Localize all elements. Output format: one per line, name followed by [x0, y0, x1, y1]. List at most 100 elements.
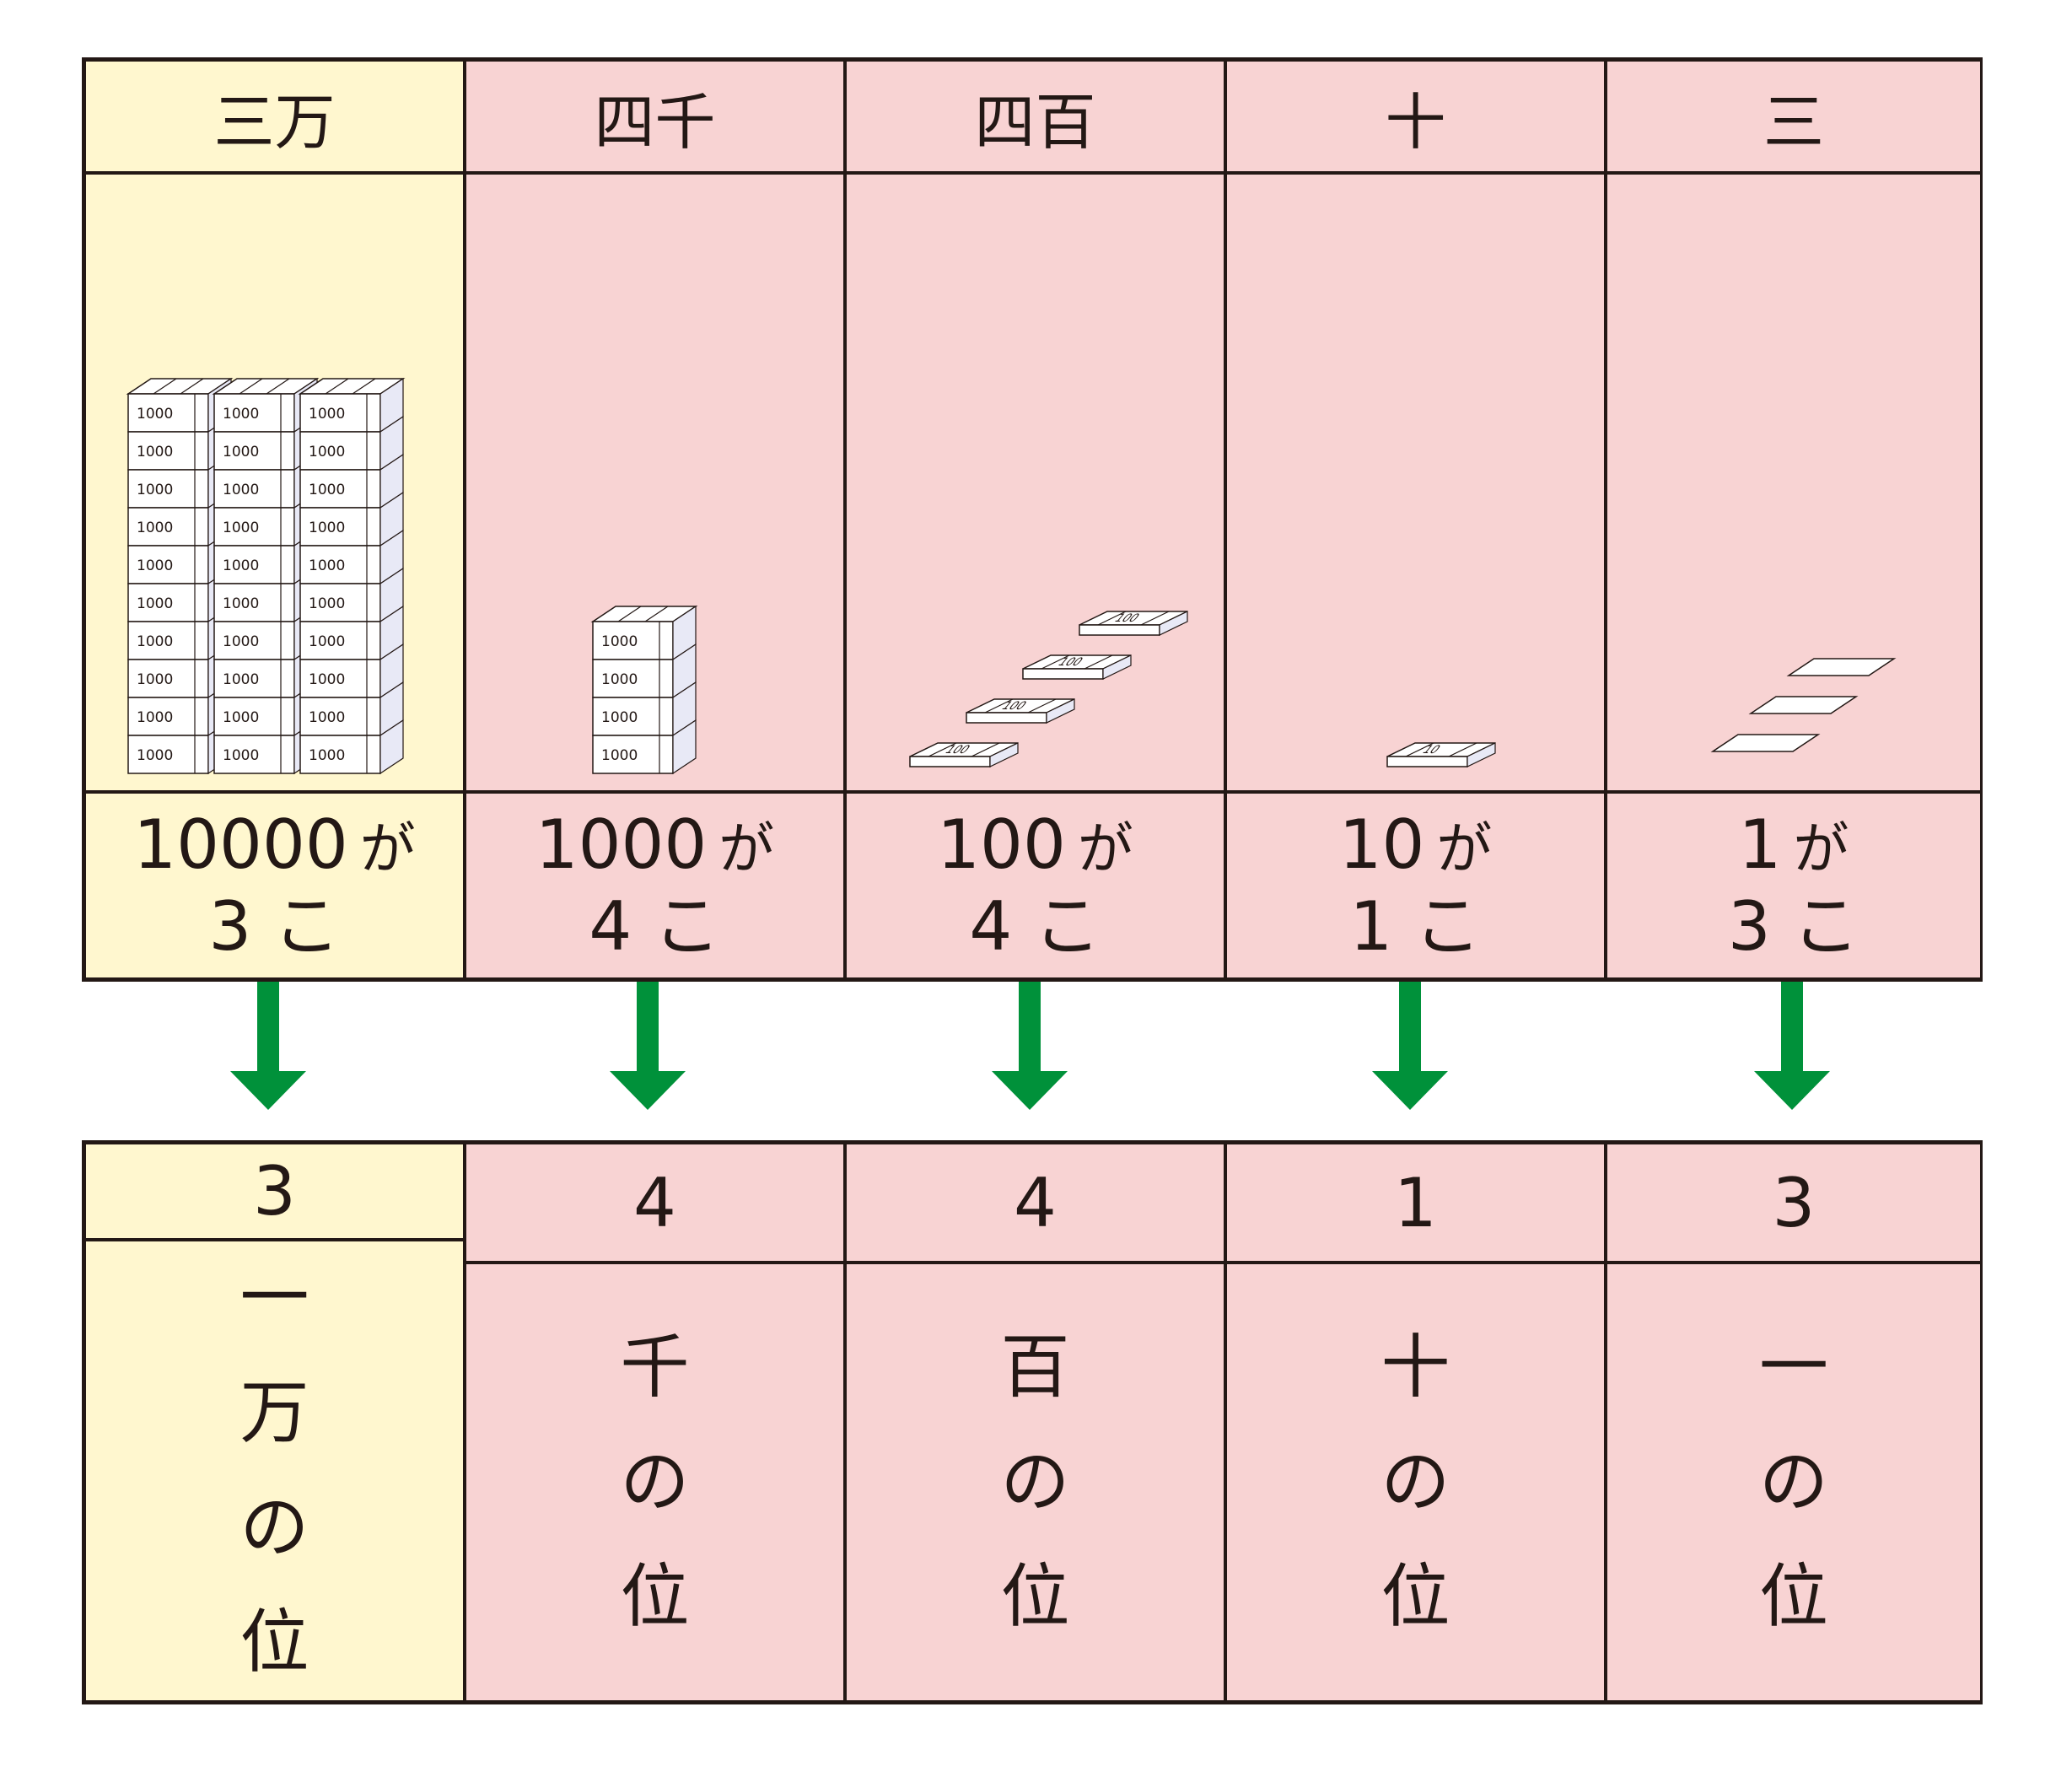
- svg-text:1000: 1000: [137, 406, 173, 423]
- svg-text:1000: 1000: [309, 406, 345, 423]
- place-char: 一: [239, 1258, 309, 1338]
- svg-text:1000: 1000: [137, 482, 173, 498]
- digit-cell: 4: [847, 1144, 1224, 1264]
- place-char: 位: [620, 1556, 690, 1637]
- svg-text:1000: 1000: [137, 709, 173, 726]
- count-value: 3: [208, 886, 252, 966]
- flat-note-bundle: 10: [1386, 742, 1496, 767]
- place-name-cell: 千 の 位: [466, 1264, 843, 1700]
- place-char: 一: [1758, 1327, 1828, 1408]
- place-char: 百: [1000, 1327, 1070, 1408]
- place-column-tens: 1 十 の 位: [1227, 1144, 1607, 1700]
- svg-text:1000: 1000: [137, 671, 173, 688]
- flat-note-bundle: 100: [1022, 654, 1132, 680]
- place-column-ones: 3 一 の 位: [1607, 1144, 1980, 1700]
- svg-text:1000: 1000: [309, 482, 345, 498]
- ko-counter: こ: [272, 886, 341, 966]
- svg-text:1000: 1000: [137, 595, 173, 612]
- down-arrow-icon: [992, 982, 1068, 1110]
- place-name-cell: 一 の 位: [1607, 1264, 1980, 1700]
- place-char: 千: [620, 1327, 690, 1408]
- place-name-vertical: 十 の 位: [1380, 1311, 1450, 1655]
- place-char: の: [1758, 1441, 1828, 1522]
- svg-text:1000: 1000: [137, 633, 173, 650]
- svg-text:1000: 1000: [223, 520, 259, 536]
- count-value: 1: [1349, 886, 1393, 966]
- svg-text:1000: 1000: [601, 633, 638, 650]
- count-number: 1: [1738, 805, 1782, 884]
- svg-text:1000: 1000: [309, 595, 345, 612]
- place-char: 位: [1000, 1556, 1070, 1637]
- place-char: の: [1000, 1441, 1070, 1522]
- count-number: 100: [937, 805, 1066, 884]
- place-char: の: [1380, 1441, 1450, 1522]
- kanji-header: 十: [1227, 62, 1604, 175]
- svg-text:1000: 1000: [309, 747, 345, 764]
- place-char: 万: [239, 1373, 309, 1453]
- place-column-thousands: 4 千 の 位: [466, 1144, 847, 1700]
- place-name-vertical: 一 の 位: [1759, 1311, 1828, 1655]
- ga-particle: が: [1793, 816, 1849, 881]
- digit-cell: 4: [466, 1144, 843, 1264]
- place-char: の: [239, 1488, 309, 1568]
- svg-text:1000: 1000: [223, 633, 259, 650]
- svg-text:1000: 1000: [137, 444, 173, 460]
- svg-text:1000: 1000: [309, 709, 345, 726]
- bottom-table: 3 一 万 の 位 4 千 の 位 4 百 の 位: [82, 1140, 1983, 1704]
- svg-text:1000: 1000: [223, 444, 259, 460]
- svg-text:1000: 1000: [223, 709, 259, 726]
- place-name-cell: 十 の 位: [1227, 1264, 1604, 1700]
- svg-text:1000: 1000: [223, 595, 259, 612]
- svg-text:1000: 1000: [223, 406, 259, 423]
- ko-counter: こ: [653, 886, 721, 966]
- down-arrow-icon: [230, 982, 306, 1110]
- place-column-hundreds: 4 百 の 位: [847, 1144, 1227, 1700]
- svg-text:1000: 1000: [223, 747, 259, 764]
- ten-bundle-illustration: 10: [1386, 742, 1496, 767]
- place-char: の: [620, 1441, 690, 1522]
- svg-text:1000: 1000: [601, 671, 638, 688]
- count-number: 10000: [133, 805, 348, 884]
- ko-counter: こ: [1413, 886, 1482, 966]
- picture-cell: [1607, 175, 1980, 794]
- place-char: 位: [1380, 1556, 1450, 1637]
- place-column-ten-thousands: 3 一 万 の 位: [86, 1144, 466, 1700]
- svg-text:1000: 1000: [309, 444, 345, 460]
- ga-particle: が: [1436, 816, 1493, 881]
- svg-text:1000: 1000: [309, 671, 345, 688]
- svg-text:1000: 1000: [223, 557, 259, 574]
- svg-text:1000: 1000: [309, 557, 345, 574]
- down-arrow-icon: [610, 982, 686, 1110]
- count-number: 10: [1338, 805, 1425, 884]
- place-char: 位: [1758, 1556, 1828, 1637]
- picture-cell: 10: [1227, 175, 1604, 794]
- down-arrow-icon: [1372, 982, 1448, 1110]
- ga-particle: が: [1077, 816, 1133, 881]
- ten-thousand-bundles-illustration: 1000 1000 1000 1000 1000 1000 1000 1000 1000 1000…: [126, 377, 406, 775]
- digit-cell: 1: [1227, 1144, 1604, 1264]
- svg-text:1000: 1000: [137, 747, 173, 764]
- svg-text:1000: 1000: [601, 747, 638, 764]
- place-name-cell: 百 の 位: [847, 1264, 1224, 1700]
- svg-text:1000: 1000: [137, 520, 173, 536]
- arrows-layer: [230, 982, 1830, 1110]
- ko-counter: こ: [1792, 886, 1860, 966]
- flat-note-bundle: 100: [909, 742, 1019, 767]
- ko-counter: こ: [1033, 886, 1101, 966]
- digit-cell: 3: [86, 1144, 463, 1241]
